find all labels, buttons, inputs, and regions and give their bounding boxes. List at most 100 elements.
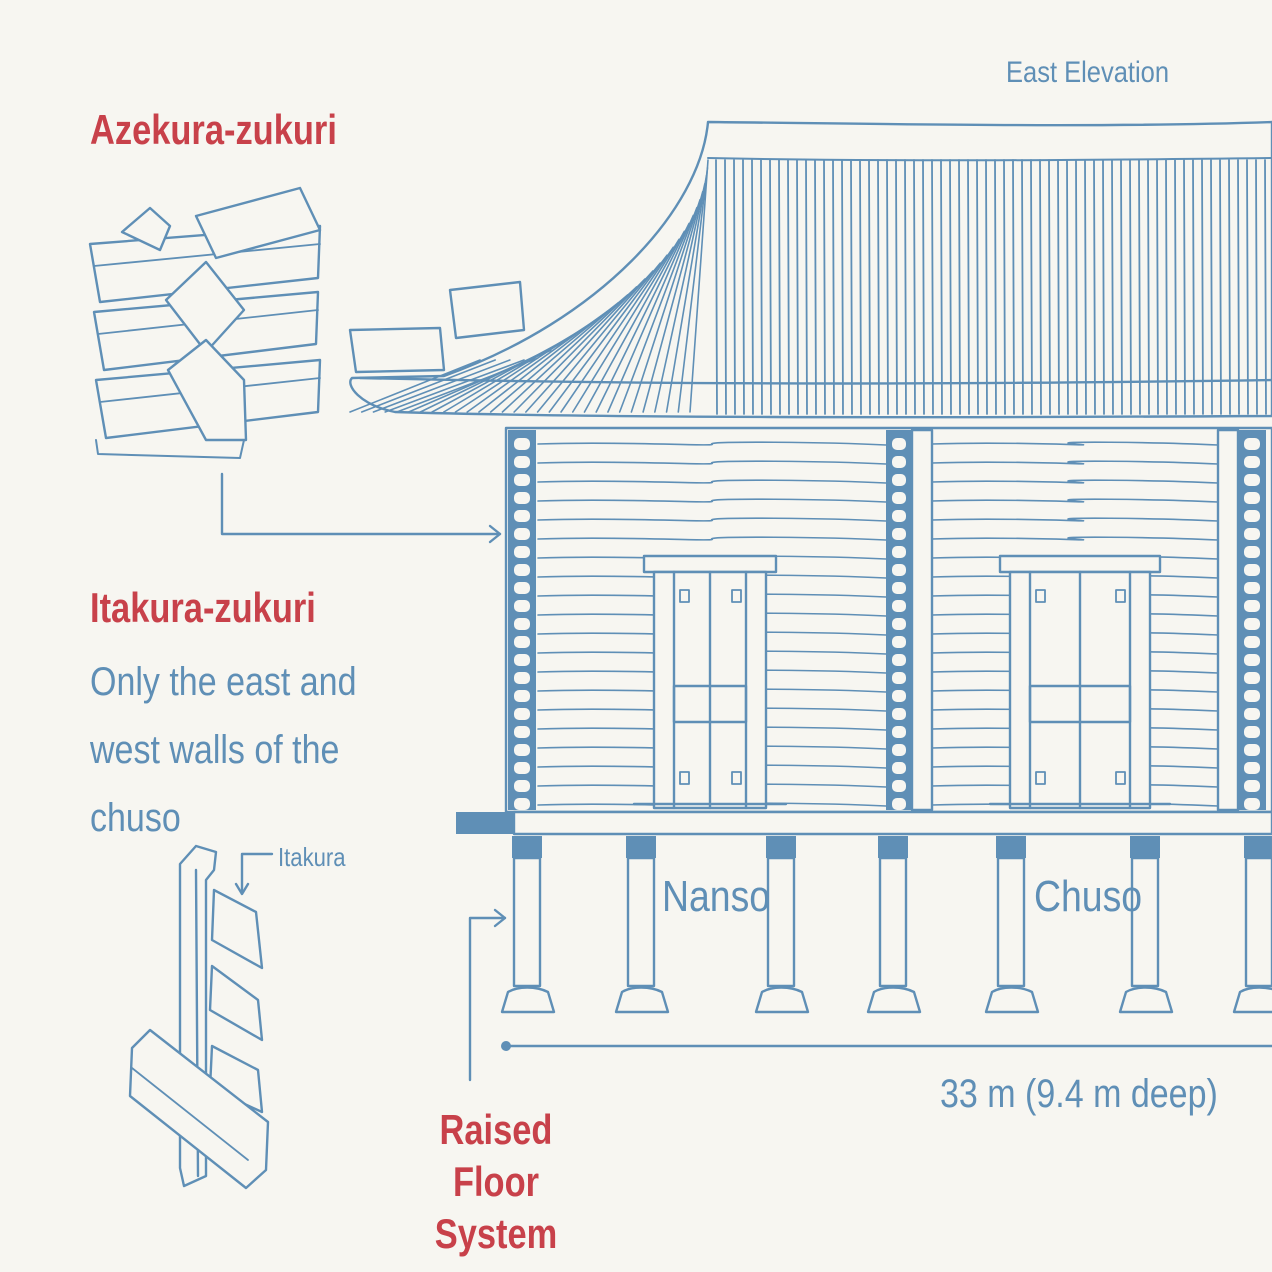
roof-tile-line: [958, 159, 961, 415]
door-hinge: [1115, 589, 1126, 603]
log-end: [1244, 708, 1260, 720]
log-end: [892, 600, 906, 612]
log-end: [514, 546, 530, 558]
leader-itakura: [240, 852, 274, 894]
roof-tile-line: [985, 159, 988, 415]
roof-tile-line: [715, 159, 718, 415]
log-end: [892, 798, 906, 810]
floor-beam-end: [456, 812, 514, 834]
floor-beam: [512, 810, 1272, 836]
wall-post: [1216, 428, 1240, 812]
roof-tile-line: [940, 159, 943, 415]
pillar-cap: [626, 836, 656, 858]
log-end: [514, 618, 530, 630]
roof-tile-line: [396, 357, 539, 413]
roof-tile-line: [841, 159, 844, 415]
door-hinge: [1115, 771, 1126, 785]
roof-tile-line: [1120, 159, 1123, 415]
roof-tile-line: [642, 190, 704, 413]
roof-eave-line: [358, 376, 1272, 385]
itakura-plank: [208, 964, 264, 1042]
log-end: [892, 528, 906, 540]
log-end: [1244, 780, 1260, 792]
roof-ridge-line: [707, 157, 1272, 162]
pillar: [626, 856, 656, 988]
roof-tile-line: [976, 159, 979, 415]
log-end: [892, 780, 906, 792]
log-end: [892, 564, 906, 576]
log-end: [1244, 744, 1260, 756]
roof-tile-line: [1192, 159, 1195, 415]
log-end: [1244, 672, 1260, 684]
roof-tile-line: [895, 159, 898, 415]
log-end: [892, 492, 906, 504]
log-end: [1244, 528, 1260, 540]
log-end: [892, 618, 906, 630]
log-end: [892, 654, 906, 666]
roof-tile-line: [1228, 159, 1231, 415]
roof-tile-line: [349, 359, 481, 413]
wall-log-line: [537, 460, 887, 465]
log-end: [1244, 582, 1260, 594]
roof-tile-line: [886, 159, 889, 415]
roof-tile-line: [1165, 159, 1168, 415]
roof-tile-line: [384, 359, 525, 413]
raised-floor-title: Raised Floor System: [434, 1106, 558, 1257]
log-walls: [504, 426, 1272, 814]
roof-tile-line: [1057, 159, 1060, 415]
log-end: [1244, 564, 1260, 576]
roof-tile-line: [1129, 159, 1132, 415]
log-end: [514, 528, 530, 540]
pillar-cap: [1130, 836, 1160, 858]
roof-tile-line: [751, 159, 754, 415]
dimension-line: [501, 1041, 1272, 1051]
roof-tile-line: [1255, 159, 1258, 415]
log-end: [514, 672, 530, 684]
foundation-stone: [1232, 986, 1272, 1014]
dimension-end-dot: [501, 1041, 511, 1051]
roof-tile-line: [419, 341, 565, 413]
roof-tile-line: [1084, 159, 1087, 415]
log-end: [514, 474, 530, 486]
wall-log-line: [931, 517, 1219, 522]
roof-tile-line: [630, 198, 701, 413]
azekura-log-detail: [88, 186, 322, 459]
log-end: [514, 780, 530, 792]
roof-tile-line: [742, 159, 745, 415]
wall-log-line: [931, 536, 1219, 541]
roof-tile-line: [904, 159, 907, 415]
roof-tile-line: [1012, 159, 1015, 415]
leader-lines: [220, 472, 507, 1082]
door-hinge: [731, 771, 742, 785]
door-panel: [672, 684, 748, 724]
doors: [632, 554, 1172, 810]
roof: [348, 120, 1272, 419]
door-lintel: [642, 554, 778, 574]
foundation-stone: [866, 986, 922, 1014]
log-end: [514, 708, 530, 720]
wall-log-line: [931, 498, 1219, 503]
door-hinge: [1035, 589, 1046, 603]
itakura-plank: [210, 888, 264, 970]
roof-tile-line: [823, 159, 826, 415]
roof-tile-line: [665, 175, 708, 413]
roof-tile-line: [796, 159, 799, 415]
roof-tile-line: [1048, 159, 1051, 415]
log-end: [514, 726, 530, 738]
azekura-log-edge: [93, 243, 321, 267]
log-end: [892, 582, 906, 594]
wall-log-line: [537, 517, 887, 522]
roof-tile-line: [949, 159, 952, 415]
log-end: [514, 582, 530, 594]
itakura-title: Itakura-zukuri: [90, 584, 316, 631]
wall-log-line: [931, 479, 1219, 484]
roof-tile-line: [571, 238, 680, 413]
log-end: [514, 798, 530, 810]
roof-tile-line: [760, 159, 763, 415]
roof-corner-board: [348, 326, 446, 374]
roof-tile-line: [1003, 159, 1006, 415]
roof-tile-line: [654, 182, 706, 413]
roof-tile-line: [525, 270, 654, 413]
foundation-stone: [614, 986, 670, 1014]
